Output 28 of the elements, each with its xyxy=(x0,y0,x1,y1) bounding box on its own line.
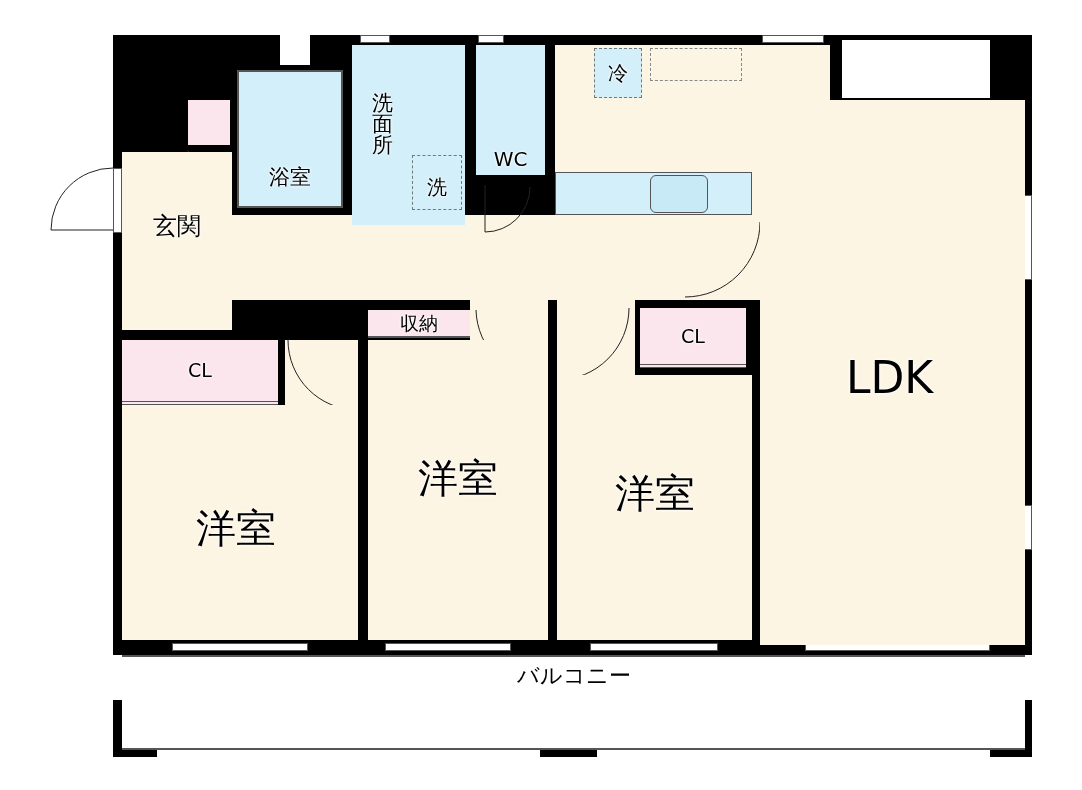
bedroom-floor xyxy=(557,375,752,640)
room-label: 玄関 xyxy=(153,214,201,238)
washer-space xyxy=(412,155,462,210)
fridge-space xyxy=(594,48,642,98)
room-label: 洋室 xyxy=(614,473,695,513)
appliance-label: 洗 xyxy=(427,176,447,197)
room-label: WC xyxy=(493,149,528,169)
room-label: CL xyxy=(681,326,705,346)
closet xyxy=(122,340,278,405)
room-label: 洗面所 xyxy=(372,93,393,156)
toilet-room-floor xyxy=(476,45,545,175)
storage-closet xyxy=(368,310,470,338)
room-label: 浴室 xyxy=(269,167,311,188)
appliance-label: 冷 xyxy=(608,63,628,83)
living-dining-kitchen-floor xyxy=(760,100,1025,645)
closet xyxy=(640,308,746,368)
room-label: 洋室 xyxy=(418,458,498,498)
room-label: 収納 xyxy=(400,313,438,333)
room-label: LDK xyxy=(845,356,934,400)
balcony xyxy=(122,655,1025,750)
bedroom-floor xyxy=(122,405,358,640)
entrance-floor xyxy=(122,152,232,330)
bathroom-floor xyxy=(237,70,343,208)
bedroom-floor xyxy=(368,340,548,640)
washroom-floor xyxy=(352,45,465,225)
room-label: 洋室 xyxy=(196,507,276,548)
room-label: バルコニー xyxy=(516,665,631,687)
room-label: CL xyxy=(188,361,212,380)
